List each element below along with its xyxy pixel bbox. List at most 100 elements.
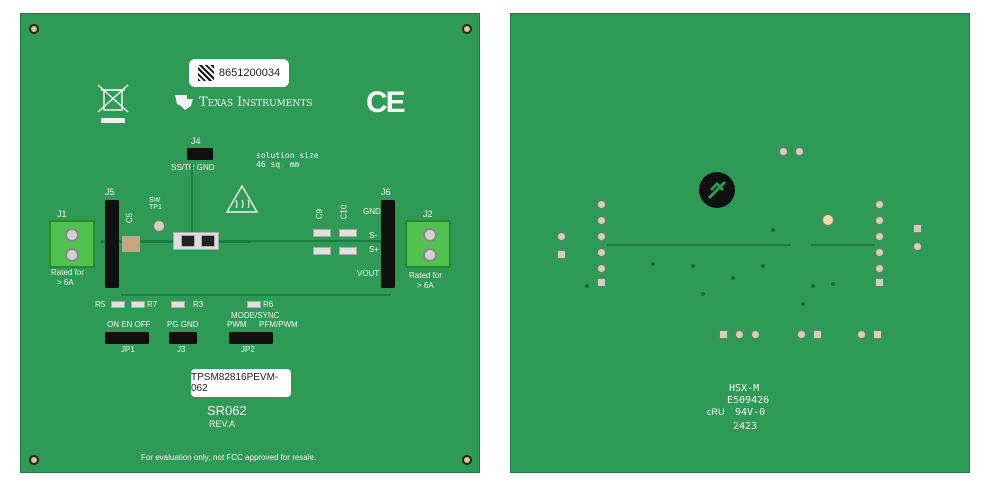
pad — [597, 232, 606, 241]
via — [761, 264, 765, 268]
r3-label: R3 — [193, 300, 204, 309]
maker-code: HSX-M — [729, 383, 760, 394]
inductor — [201, 235, 215, 247]
j3-label: J3 — [177, 345, 186, 354]
fiducial — [822, 214, 834, 226]
ti-logo-icon — [175, 95, 193, 110]
pad — [597, 248, 606, 257]
esd-symbol-icon — [699, 172, 735, 208]
mode-sync-label: MODE/SYNC — [231, 311, 280, 320]
resistor-r3 — [171, 301, 185, 308]
pad — [735, 330, 744, 339]
j1-terminal-block — [49, 220, 95, 268]
capacitor — [339, 247, 357, 255]
j6-label: J6 — [381, 187, 391, 197]
solution-size-line1: solution size — [256, 151, 319, 160]
via — [801, 302, 805, 306]
pcb-trace — [121, 294, 391, 296]
test-point-tp1 — [153, 220, 165, 232]
pfm-pwm-label: PFM/PWM — [259, 320, 298, 329]
part-number-label: TPSM82816PEVM-062 — [191, 369, 291, 397]
pcb-trace — [231, 240, 391, 242]
pcb-trace — [191, 164, 193, 239]
rated-left-1: Rated for — [51, 268, 84, 277]
footer-disclaimer: For evaluation only; not FCC approved fo… — [141, 453, 317, 462]
pad — [813, 330, 822, 339]
c9-label: C9 — [315, 208, 325, 220]
capacitor — [313, 247, 331, 255]
j2-terminal-block — [405, 220, 451, 268]
j5-header — [105, 200, 119, 288]
inductor — [181, 235, 195, 247]
mounting-hole — [29, 455, 39, 465]
revision: REV.A — [209, 419, 236, 429]
via — [731, 276, 735, 280]
j4-label: J4 — [191, 136, 201, 146]
qr-code-icon — [197, 65, 214, 81]
pad — [875, 200, 884, 209]
j4-header — [187, 148, 213, 160]
j3-pin-labels: PG GND — [167, 320, 199, 329]
r6-label: R6 — [263, 300, 274, 309]
via — [651, 262, 655, 266]
ce-mark: CE — [366, 86, 406, 119]
capacitor-c10 — [339, 229, 357, 237]
j6-sminus-label: S- — [369, 231, 377, 240]
pad — [875, 264, 884, 273]
rated-right-1: Rated for — [409, 271, 442, 280]
rated-right-2: > 6A — [417, 281, 434, 290]
pad — [779, 147, 788, 156]
pad — [719, 330, 728, 339]
barcode-number: 8651200034 — [218, 67, 281, 79]
j6-gnd-label: GND — [363, 207, 381, 216]
pad — [797, 330, 806, 339]
mounting-hole — [29, 24, 39, 34]
board-id: SR062 — [207, 403, 247, 418]
capacitor-c9 — [313, 229, 331, 237]
pad — [913, 242, 922, 251]
resistor-r7 — [131, 301, 145, 308]
tp1-label: SW TP1 — [149, 197, 162, 211]
pad — [873, 330, 882, 339]
mounting-hole — [462, 24, 472, 34]
jp2-jumper — [229, 332, 273, 344]
via — [771, 228, 775, 232]
pad — [597, 278, 606, 287]
jp1-label: JP1 — [121, 345, 135, 354]
pad — [875, 278, 884, 287]
via — [811, 284, 815, 288]
jp2-label: JP2 — [241, 345, 255, 354]
j1-label: J1 — [57, 209, 67, 219]
j2-label: J2 — [423, 209, 433, 219]
pcb-trace — [811, 244, 875, 246]
capacitor-c5 — [122, 236, 140, 252]
resistor-r5 — [111, 301, 125, 308]
screw — [423, 248, 437, 262]
pad — [751, 330, 760, 339]
pad — [795, 147, 804, 156]
via — [585, 284, 589, 288]
board-bottom-side: HSX-M E509426 cRU 94V-0 2423 — [510, 13, 970, 473]
hot-surface-warning-icon — [225, 184, 259, 213]
j6-header — [381, 200, 395, 288]
part-number: TPSM82816PEVM-062 — [191, 372, 279, 394]
pad — [875, 232, 884, 241]
pcb-trace — [607, 244, 791, 246]
pad — [875, 248, 884, 257]
weee-recycle-icon — [97, 84, 129, 123]
pad — [857, 330, 866, 339]
pad — [597, 200, 606, 209]
pad — [597, 216, 606, 225]
solution-size-line2: 46 sq. mm — [256, 160, 300, 169]
j6-splus-label: S+ — [369, 245, 380, 254]
pwm-label: PWM — [227, 320, 247, 329]
date-code: 2423 — [733, 421, 758, 432]
c5-label: C5 — [125, 212, 135, 224]
flammability-rating: 94V-0 — [735, 407, 766, 418]
rated-left-2: > 6A — [57, 278, 74, 287]
jp1-jumper — [105, 332, 149, 344]
via — [701, 292, 705, 296]
resistor-r6 — [247, 301, 261, 308]
via — [691, 264, 695, 268]
screw — [65, 248, 79, 262]
